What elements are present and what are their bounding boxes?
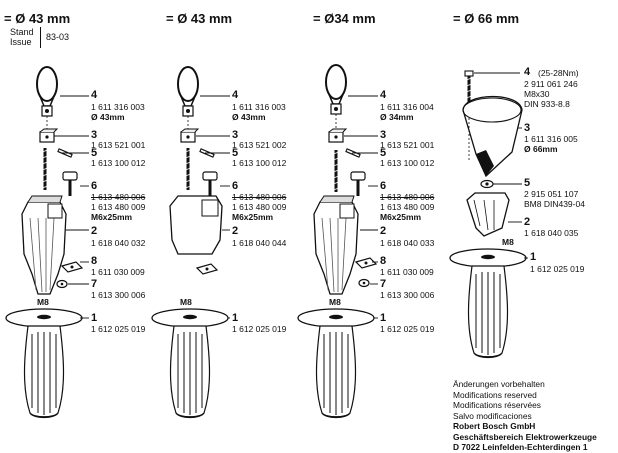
col2-extra-6: M6x25mm <box>232 212 274 222</box>
header-col3: = Ø34 mm <box>313 11 376 26</box>
col4-num-1: 1 <box>530 251 537 263</box>
notes-block: Änderungen vorbehalten Modifications res… <box>453 379 545 421</box>
col3-pn-2: 1 618 040 033 <box>380 238 435 248</box>
col3-num-4: 4 <box>380 89 387 101</box>
col1-pn-1: 1 612 025 019 <box>91 324 146 334</box>
col1-pn-6: 1 613 480 009 <box>91 202 146 212</box>
col2-pn-3: 1 613 521 002 <box>232 140 287 150</box>
col4-din-4: DIN 933-8.8 <box>524 99 570 109</box>
col1-num-6: 6 <box>91 180 98 192</box>
col4-num-4: 4 <box>524 66 531 78</box>
col2-pn-6-old: 1 613 480 006 <box>232 192 287 202</box>
col2-num-5: 5 <box>232 147 239 159</box>
col4-pn-3: 1 611 316 005 <box>524 134 578 144</box>
header-col4: = Ø 66 mm <box>453 11 520 26</box>
col1-drawing <box>5 66 83 419</box>
col2-pn-2: 1 618 040 044 <box>232 238 287 248</box>
stand-divider <box>40 27 41 48</box>
col3-num-1: 1 <box>380 312 387 324</box>
note-line: Salvo modificaciones <box>453 410 532 421</box>
col3-drawing <box>297 64 377 419</box>
col3-num-7: 7 <box>380 278 387 290</box>
col1-pn-8: 1 611 030 009 <box>91 267 145 277</box>
company-block: Robert Bosch GmbH Geschäftsbereich Elekt… <box>453 421 597 453</box>
col3-extra-4: Ø 34mm <box>380 112 414 122</box>
col1-thread: M8 <box>37 297 49 307</box>
col1-pn-4: 1 611 316 003 <box>91 102 145 112</box>
col2-num-6: 6 <box>232 180 239 192</box>
header-col1: = Ø 43 mm <box>4 11 71 26</box>
col3-pn-6-old: 1 613 480 006 <box>380 192 435 202</box>
col4-num-5: 5 <box>524 177 531 189</box>
col4-size-4: M8x30 <box>524 89 550 99</box>
col1-pn-5: 1 613 100 012 <box>91 158 146 168</box>
col4-num-3: 3 <box>524 122 531 134</box>
col3-pn-1: 1 612 025 019 <box>380 324 435 334</box>
col3-pn-3: 1 613 521 001 <box>380 140 435 150</box>
col4-thread: M8 <box>502 237 514 247</box>
col1-num-7: 7 <box>91 278 98 290</box>
col1-pn-6-old: 1 613 480 006 <box>91 192 146 202</box>
col2-pn-1: 1 612 025 019 <box>232 324 287 334</box>
col1-num-2: 2 <box>91 225 98 237</box>
col2-num-4: 4 <box>232 89 239 101</box>
stand-value: 83-03 <box>46 32 70 42</box>
col2-num-2: 2 <box>232 225 239 237</box>
col1-num-4: 4 <box>91 89 98 101</box>
col3-extra-6: M6x25mm <box>380 212 422 222</box>
col2-pn-6: 1 613 480 009 <box>232 202 287 212</box>
col1-pn-7: 1 613 300 006 <box>91 290 146 300</box>
col3-pn-7: 1 613 300 006 <box>380 290 435 300</box>
col2-drawing <box>151 66 229 419</box>
col1-num-8: 8 <box>91 255 98 267</box>
col3-num-3: 3 <box>380 129 387 141</box>
leader-lines <box>54 72 528 319</box>
note-line: Änderungen vorbehalten <box>453 379 545 389</box>
col1-num-3: 3 <box>91 129 98 141</box>
col4-drawing <box>449 70 527 359</box>
col3-pn-4: 1 611 316 004 <box>380 102 434 112</box>
note-line: Modifications reserved <box>453 389 537 400</box>
col1-extra-4: Ø 43mm <box>91 112 125 122</box>
col3-num-8: 8 <box>380 255 387 267</box>
col3-pn-6: 1 613 480 009 <box>380 202 435 212</box>
col3-num-2: 2 <box>380 225 387 237</box>
col4-din-5: BM8 DIN439-04 <box>524 199 585 209</box>
col2-pn-4: 1 611 316 003 <box>232 102 286 112</box>
col1-num-5: 5 <box>91 147 98 159</box>
col2-num-1: 1 <box>232 312 239 324</box>
note-line: Modifications réservées <box>453 400 541 410</box>
col4-pn-4: 2 911 061 246 <box>524 79 578 89</box>
col1-extra-6: M6x25mm <box>91 212 133 222</box>
col4-pn-1: 1 612 025 019 <box>530 264 585 274</box>
company-line: Geschäftsbereich Elektrowerkzeuge <box>453 431 597 442</box>
col4-pn-5: 2 915 051 107 <box>524 189 579 199</box>
col2-extra-4: Ø 43mm <box>232 112 266 122</box>
col1-pn-3: 1 613 521 001 <box>91 140 146 150</box>
col4-extra-3: Ø 66mm <box>524 144 558 154</box>
col2-num-3: 3 <box>232 129 239 141</box>
company-line: D 7022 Leinfelden-Echterdingen 1 <box>453 442 588 452</box>
col2-thread: M8 <box>180 297 192 307</box>
col4-torque: (25-28Nm) <box>538 68 579 78</box>
col1-pn-2: 1 618 040 032 <box>91 238 146 248</box>
stand-label: Stand <box>10 27 34 37</box>
issue-label: Issue <box>10 37 32 47</box>
col3-pn-8: 1 611 030 009 <box>380 267 434 277</box>
col2-pn-5: 1 613 100 012 <box>232 158 287 168</box>
col3-pn-5: 1 613 100 012 <box>380 158 435 168</box>
col3-thread: M8 <box>329 297 341 307</box>
col4-num-2: 2 <box>524 216 531 228</box>
col1-num-1: 1 <box>91 312 98 324</box>
col4-pn-2: 1 618 040 035 <box>524 228 579 238</box>
header-col2: = Ø 43 mm <box>166 11 233 26</box>
company-line: Robert Bosch GmbH <box>453 421 536 431</box>
col3-num-5: 5 <box>380 147 387 159</box>
col3-num-6: 6 <box>380 180 387 192</box>
